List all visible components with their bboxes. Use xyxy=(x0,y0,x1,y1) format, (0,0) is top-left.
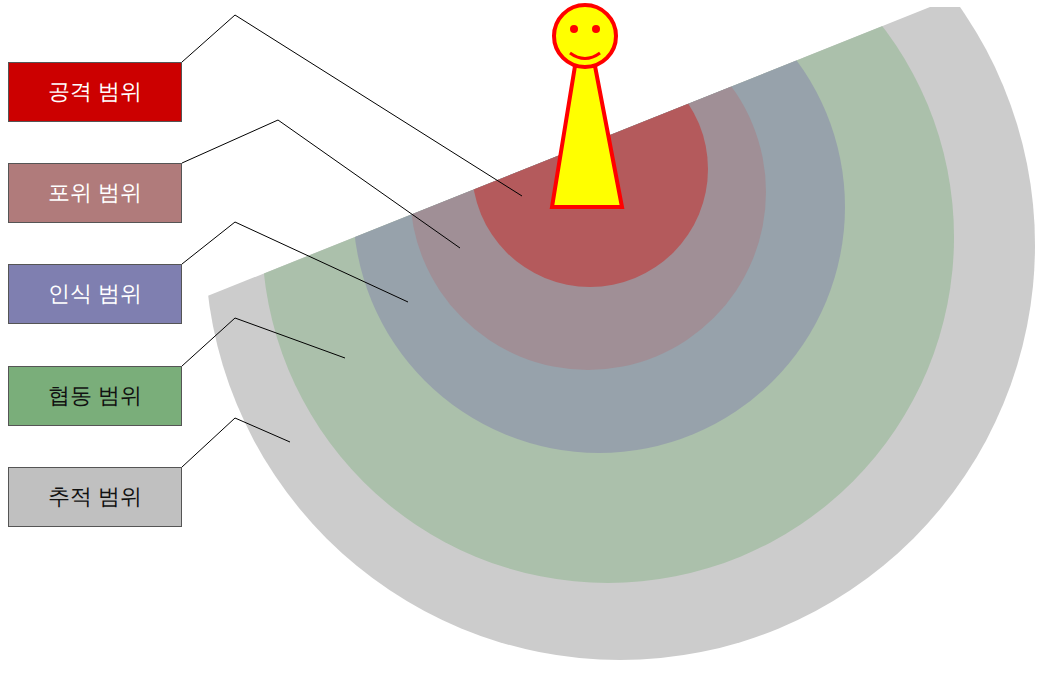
character-figure xyxy=(552,5,622,207)
cooperation-ring xyxy=(262,0,954,583)
leader-line xyxy=(182,222,408,302)
range-label: 공격 범위 xyxy=(48,77,143,107)
leader-line xyxy=(182,318,345,366)
range-label: 포위 범위 xyxy=(48,178,143,208)
range-label: 추적 범위 xyxy=(48,482,143,512)
leader-line xyxy=(182,120,460,248)
range-box: 포위 범위 xyxy=(8,163,182,223)
awareness-ring xyxy=(353,0,845,453)
attack-ring xyxy=(472,51,708,287)
range-box: 협동 범위 xyxy=(8,366,182,426)
range-label: 인식 범위 xyxy=(48,279,143,309)
leader-line xyxy=(182,418,290,467)
leader-line xyxy=(182,15,522,196)
range-label: 협동 범위 xyxy=(48,381,143,411)
range-box: 추적 범위 xyxy=(8,467,182,527)
range-box: 공격 범위 xyxy=(8,62,182,122)
range-box: 인식 범위 xyxy=(8,264,182,324)
tracking-ring xyxy=(205,0,1035,660)
